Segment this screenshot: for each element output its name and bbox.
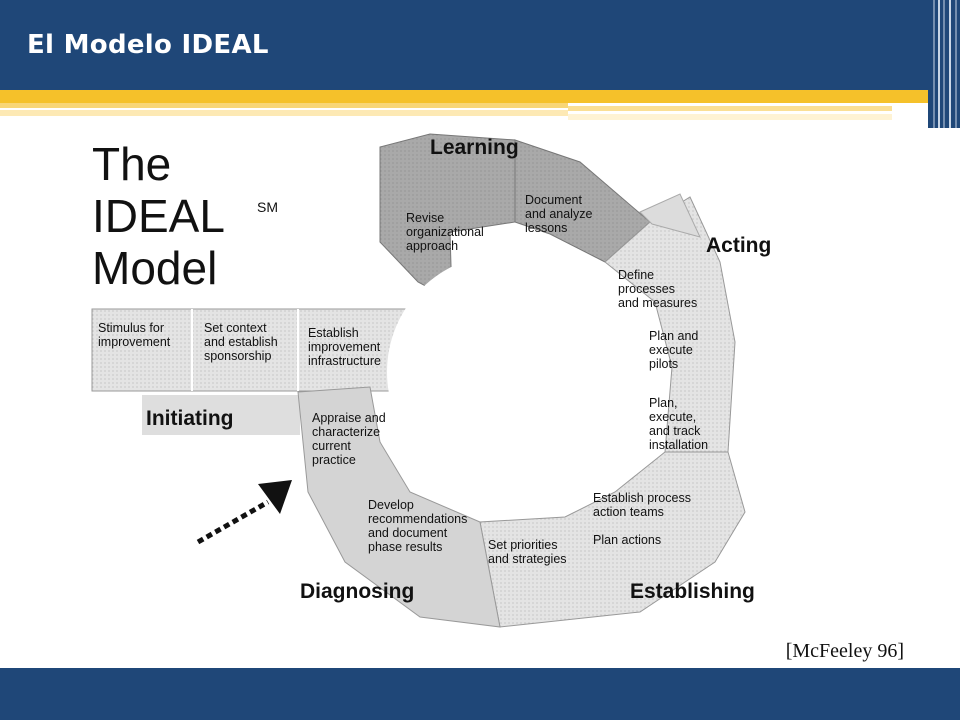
heading-line-3: Model: [92, 242, 217, 294]
step-develop: Develop recommendations and document pha…: [368, 498, 471, 554]
diagram-heading: The IDEAL SM Model: [92, 138, 278, 294]
step-plan-pilots: Plan and execute pilots: [649, 329, 702, 371]
accent-stripe: [568, 114, 892, 120]
phase-label-establishing: Establishing: [630, 580, 755, 603]
accent-stripe: [0, 103, 568, 108]
step-appraise: Appraise and characterize current practi…: [312, 411, 389, 467]
step-document: Document and analyze lessons: [525, 193, 596, 235]
phase-label-learning: Learning: [430, 136, 519, 159]
step-set-context: Set context and establish sponsorship: [204, 321, 281, 363]
entry-arrow: [196, 480, 292, 545]
heading-line-1: The: [92, 138, 171, 190]
decorative-lines: [928, 0, 960, 128]
step-establish-infra: Establish improvement infrastructure: [308, 326, 384, 368]
accent-stripe: [568, 106, 892, 111]
accent-stripe: [0, 110, 568, 116]
initiating-block: [91, 308, 415, 435]
step-plan-actions: Plan actions: [593, 533, 661, 547]
step-stimulus: Stimulus for improvement: [98, 321, 171, 349]
footer-bar: [0, 668, 960, 720]
step-define: Define processes and measures: [618, 268, 697, 310]
citation: [McFeeley 96]: [785, 640, 904, 662]
step-plan-track: Plan, execute, and track installation: [649, 396, 708, 452]
phase-label-diagnosing: Diagnosing: [300, 580, 414, 603]
step-set-priorities: Set priorities and strategies: [488, 538, 567, 566]
ring: [297, 133, 746, 628]
heading-line-2: IDEAL: [92, 190, 225, 242]
phase-label-initiating: Initiating: [146, 407, 234, 430]
heading-service-mark: SM: [257, 199, 278, 215]
step-labels: Revise organizational approach Document …: [98, 193, 708, 566]
ideal-model-diagram: The IDEAL SM Model Learning Acting Initi…: [91, 133, 771, 628]
slide-title: El Modelo IDEAL: [27, 30, 269, 60]
phase-label-acting: Acting: [706, 234, 771, 257]
phase-labels: Learning Acting Initiating Diagnosing Es…: [146, 136, 771, 603]
accent-stripe: [0, 90, 960, 103]
step-establish-teams: Establish process action teams: [593, 491, 694, 519]
title-bar: El Modelo IDEAL: [0, 0, 960, 90]
step-revise: Revise organizational approach: [406, 211, 487, 253]
